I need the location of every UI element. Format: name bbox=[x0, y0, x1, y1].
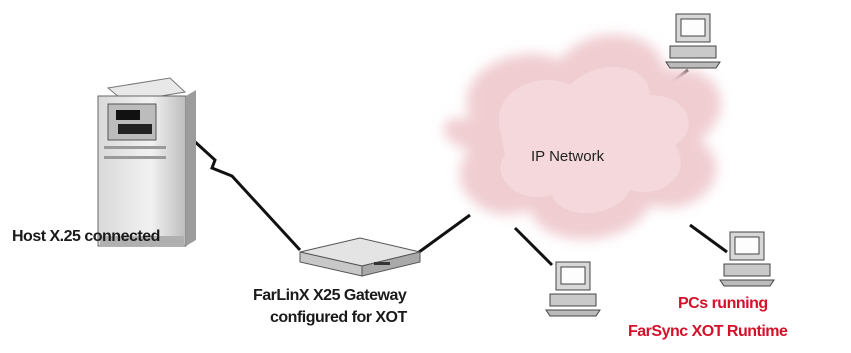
host-gateway-link bbox=[180, 128, 302, 252]
pcs-label-line1: PCs running bbox=[678, 295, 768, 312]
pc-icon-bottom-left bbox=[545, 261, 601, 317]
cloud-label: IP Network bbox=[531, 148, 605, 165]
gateway-label-line2: configured for XOT bbox=[270, 309, 407, 326]
host-label: Host X.25 connected bbox=[12, 228, 160, 245]
cloud-pc2-link bbox=[513, 226, 554, 267]
cloud-icon bbox=[443, 34, 722, 240]
pcs-label-line2: FarSync XOT Runtime bbox=[628, 323, 788, 340]
server-icon bbox=[97, 77, 196, 247]
pc-icon-bottom-right bbox=[719, 231, 775, 287]
gateway-cloud-link bbox=[414, 213, 471, 257]
cloud-pc3-link bbox=[689, 223, 728, 254]
pc-icon-top bbox=[665, 13, 721, 69]
gateway-icon bbox=[299, 237, 421, 277]
gateway-label-line1: FarLinX X25 Gateway bbox=[253, 287, 407, 304]
